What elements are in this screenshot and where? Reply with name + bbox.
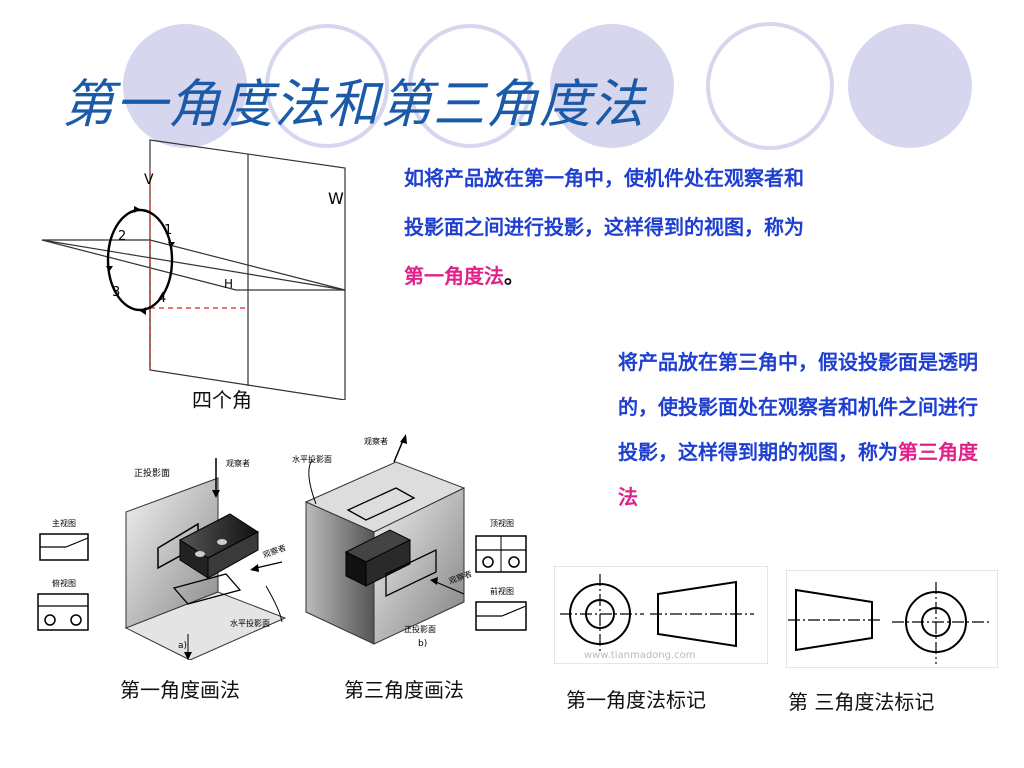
four-quadrants-diagram: V W H 2 1 3 4 [41,139,346,400]
deco-circle-6 [848,24,972,148]
caption-third-angle-symbol: 第 三角度法标记 [788,690,935,714]
quadrant-1-label: 2 [118,229,126,244]
third-angle-drawing: 水平投影面 正投影面 观察者 观察者 顶视图 前视图 b) [292,434,527,649]
deco-circle-2 [265,24,389,148]
quadrant-3-label: 3 [112,285,120,300]
caption-third-angle-drawing: 第三角度画法 [344,678,464,702]
quadrant-2-label: 1 [164,223,172,238]
deco-circle-1 [123,24,247,148]
front-view-box-3 [475,601,527,631]
slide-title: 第一角度法和第三角度法 [62,75,646,135]
deco-circle-3 [408,24,532,148]
label-h: H [224,277,233,291]
first-angle-drawing: 正投影面 水平投影面 观察者 观察者 主视图 俯视图 a) [37,458,287,660]
label-horizontal-plane-3: 水平投影面 [292,454,332,464]
label-observer-top-3: 观察者 [364,436,388,446]
label-front-plane: 正投影面 [134,467,170,479]
top-view-box [37,593,89,631]
label-sub-b: b) [418,639,427,649]
label-top-view: 俯视图 [52,578,76,588]
label-w: W [328,189,344,208]
first-angle-text: 如将产品放在第一角中，使机件处在观察者和投影面之间进行投影，这样得到的视图，称为 [404,166,804,239]
first-angle-highlight: 第一角度法 [404,264,504,288]
main-view-box [39,533,89,561]
decorative-circles [123,22,972,150]
first-angle-symbol: www.tianmadong.com [554,566,768,664]
first-angle-period: 。 [504,264,524,288]
watermark: www.tianmadong.com [584,650,696,661]
third-angle-description: 将产品放在第三角中，假设投影面是透明的，使投影面处在观察者和机件之间进行投影，这… [618,340,988,520]
caption-first-angle-symbol: 第一角度法标记 [566,688,706,712]
first-angle-description: 如将产品放在第一角中，使机件处在观察者和投影面之间进行投影，这样得到的视图，称为… [404,154,814,301]
label-v: V [144,172,154,188]
label-observer-top: 观察者 [226,458,250,468]
caption-first-angle-drawing: 第一角度画法 [120,678,240,702]
label-horizontal-plane: 水平投影面 [230,618,270,628]
label-main-view: 主视图 [52,518,76,528]
deco-circle-5 [706,22,834,150]
third-angle-symbol [786,570,998,668]
quadrant-4-label: 4 [158,291,166,306]
third-angle-text: 将产品放在第三角中，假设投影面是透明的，使投影面处在观察者和机件之间进行投影，这… [618,350,978,464]
label-observer-side: 观察者 [261,542,287,560]
deco-circle-4 [550,24,674,148]
caption-four-quadrants: 四个角 [192,388,252,412]
rotation-ellipse [106,208,174,312]
label-front-view-3: 前视图 [490,586,514,596]
label-top-view-3: 顶视图 [490,518,514,528]
label-front-plane-3: 正投影面 [404,624,436,634]
third-angle-highlight: 第三角度法 [618,440,978,509]
label-sub-a: a) [178,641,187,651]
